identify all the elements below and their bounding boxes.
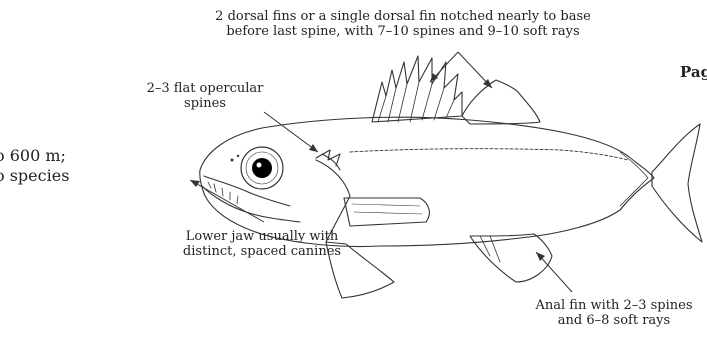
anal-fin-label-line1: Anal fin with 2–3 spines: [535, 298, 692, 313]
cut-page-text: Pag: [680, 62, 707, 82]
dorsal-fin-label: 2 dorsal fins or a single dorsal fin not…: [205, 9, 601, 39]
opercular-label-line2: spines: [184, 96, 226, 111]
opercular-spines-label: 2–3 flat opercular spines: [140, 81, 270, 111]
anal-fin-label-line2: and 6–8 soft rays: [558, 313, 670, 328]
dorsal-fin-label-line2: before last spine, with 7–10 spines and …: [226, 24, 579, 39]
lower-jaw-label: Lower jaw usually with distinct, spaced …: [174, 229, 350, 259]
lower-jaw: [202, 186, 300, 222]
lower-jaw-label-line1: Lower jaw usually with: [186, 229, 339, 244]
dorsal-fin-label-line1: 2 dorsal fins or a single dorsal fin not…: [215, 9, 591, 24]
opercular-leader: [264, 112, 318, 152]
opercular-spines: [316, 150, 340, 166]
tail-fin: [652, 124, 702, 242]
opercular-label-line1: 2–3 flat opercular: [147, 81, 264, 96]
anal-fin-label: Anal fin with 2–3 spines and 6–8 soft ra…: [524, 298, 704, 328]
cut-left-text: o 600 m; o species: [0, 146, 69, 186]
lower-jaw-label-line2: distinct, spaced canines: [183, 244, 341, 259]
fish-body: [200, 117, 654, 246]
cut-page-text-label: Pag: [680, 63, 707, 81]
upper-jaw: [204, 176, 290, 206]
soft-dorsal-fin: [462, 80, 540, 124]
cut-left-line2: o species: [0, 166, 69, 186]
cut-left-line1: o 600 m;: [0, 146, 69, 166]
